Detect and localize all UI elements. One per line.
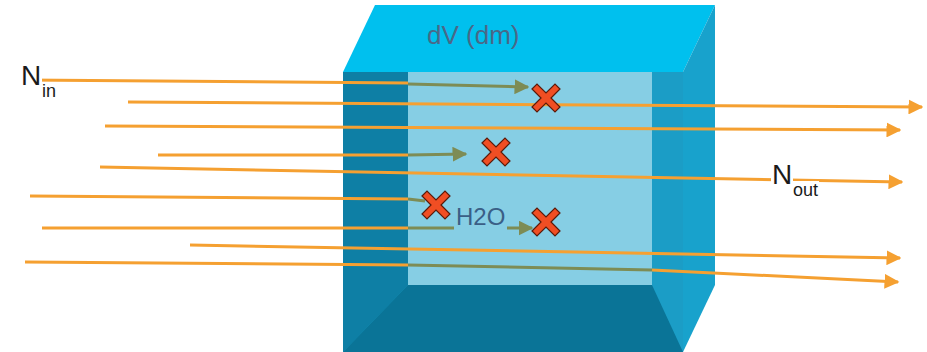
cross-mark <box>482 138 510 166</box>
absorption-mark <box>532 208 560 236</box>
flux-symbol: N <box>20 62 42 90</box>
substance-label: H2O <box>454 204 507 230</box>
flux-subscript: in <box>41 82 57 100</box>
cube-bottom-wall <box>343 285 683 352</box>
water-region: H2O <box>408 72 652 285</box>
particle-track <box>30 196 408 199</box>
volume-cube: dV (dm) H2O <box>343 5 715 352</box>
cube-top-face <box>343 5 715 72</box>
cross-mark <box>532 208 560 236</box>
particle-track <box>408 265 652 270</box>
cross-mark <box>532 84 560 112</box>
particle-track <box>408 154 466 155</box>
particle-track <box>25 262 408 265</box>
particle-track <box>652 270 898 282</box>
absorption-mark <box>482 138 510 166</box>
flux-symbol: N <box>771 161 793 189</box>
particle-track <box>105 126 900 130</box>
cross-mark <box>422 191 450 219</box>
absorption-mark <box>532 84 560 112</box>
volume-label: dV (dm) <box>425 21 521 50</box>
flux-subscript: out <box>792 181 819 199</box>
particle-track <box>190 245 900 258</box>
particle-track <box>42 227 408 230</box>
particle-track <box>408 199 425 201</box>
cube-front-face <box>343 72 683 352</box>
particle-track <box>408 84 528 87</box>
absorption-mark <box>422 191 450 219</box>
particle-track <box>128 102 922 107</box>
particle-track <box>158 154 408 157</box>
particle-track <box>25 80 408 83</box>
